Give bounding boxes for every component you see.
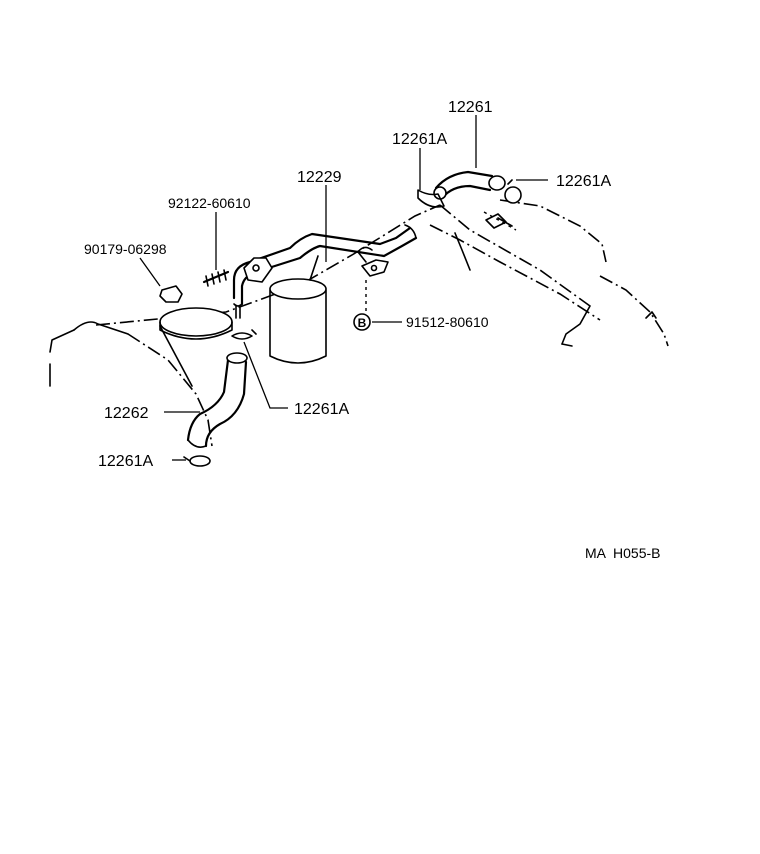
stud-92122 (202, 212, 230, 287)
label-nut-90179: 90179-06298 (84, 241, 167, 257)
drawing-code: MA H055-B (585, 545, 660, 561)
bolt-marker: B (353, 313, 371, 331)
hose-12262 (183, 329, 257, 467)
nut-90179 (139, 257, 183, 303)
label-hose-12262: 12262 (104, 405, 149, 422)
hose-12261 (417, 170, 522, 208)
label-stud-92122: 92122-60610 (168, 195, 251, 211)
part-labels: 12261 12261A 12261A 12229 92122-60610 90… (84, 99, 660, 561)
label-clamp-middle: 12261A (294, 401, 349, 418)
label-bolt-91512: 91512-80610 (406, 314, 489, 330)
label-clamp-lower: 12261A (98, 453, 153, 470)
label-clamp-upper-left: 12261A (392, 131, 447, 148)
breather-chamber (159, 246, 373, 364)
leader-lines (164, 115, 548, 461)
label-clamp-upper-right: 12261A (556, 173, 611, 190)
label-hose-12261: 12261 (448, 99, 493, 116)
pipe-12229 (232, 224, 418, 319)
label-pipe-12229: 12229 (297, 169, 342, 186)
bolt-marker-letter: B (358, 316, 367, 330)
engine-outline (49, 199, 669, 447)
